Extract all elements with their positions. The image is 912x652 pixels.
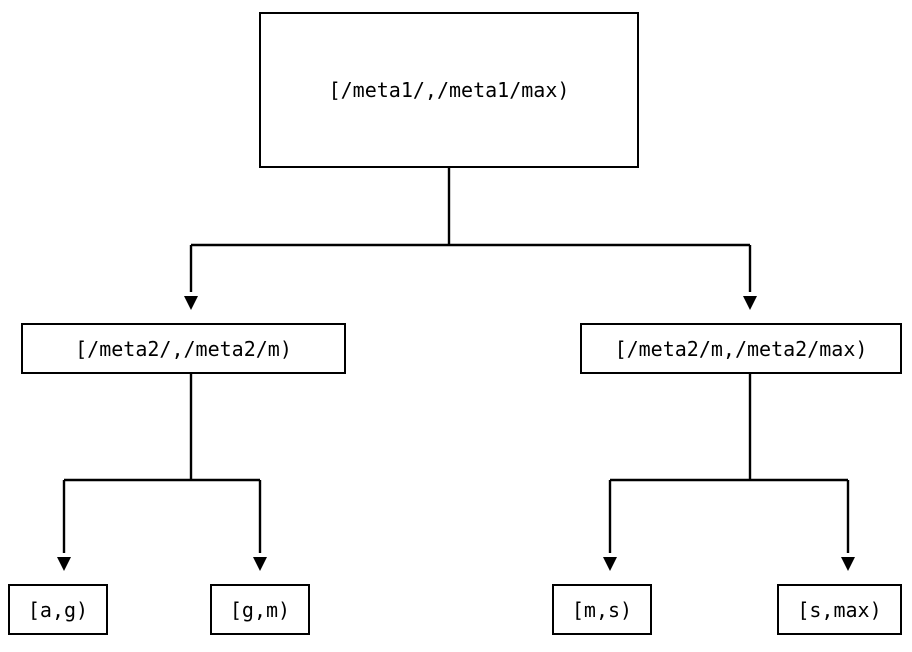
tree-node-level2-left-label: [/meta2/,/meta2/m) bbox=[75, 336, 292, 361]
arrowhead-l2a-to-leaf-a bbox=[57, 557, 71, 571]
arrowhead-root-to-l2b bbox=[743, 296, 757, 310]
tree-node-leaf-g-m-label: [g,m) bbox=[229, 597, 291, 622]
arrowhead-l2b-to-leaf-c bbox=[603, 557, 617, 571]
tree-node-leaf-s-max[interactable]: [s,max) bbox=[777, 584, 902, 635]
tree-node-leaf-a-g[interactable]: [a,g) bbox=[8, 584, 108, 635]
arrowhead-l2b-to-leaf-d bbox=[841, 557, 855, 571]
arrowhead-root-to-l2a bbox=[184, 296, 198, 310]
tree-node-leaf-a-g-label: [a,g) bbox=[27, 597, 89, 622]
tree-node-root-label: [/meta1/,/meta1/max) bbox=[328, 78, 570, 102]
arrowhead-l2a-to-leaf-b bbox=[253, 557, 267, 571]
tree-node-level2-left[interactable]: [/meta2/,/meta2/m) bbox=[21, 323, 346, 374]
tree-node-leaf-g-m[interactable]: [g,m) bbox=[210, 584, 310, 635]
tree-node-leaf-m-s-label: [m,s) bbox=[571, 597, 633, 622]
tree-node-level2-right[interactable]: [/meta2/m,/meta2/max) bbox=[580, 323, 902, 374]
tree-node-level2-right-label: [/meta2/m,/meta2/max) bbox=[614, 336, 868, 361]
tree-node-root[interactable]: [/meta1/,/meta1/max) bbox=[259, 12, 639, 168]
tree-node-leaf-m-s[interactable]: [m,s) bbox=[552, 584, 652, 635]
tree-node-leaf-s-max-label: [s,max) bbox=[797, 597, 882, 622]
